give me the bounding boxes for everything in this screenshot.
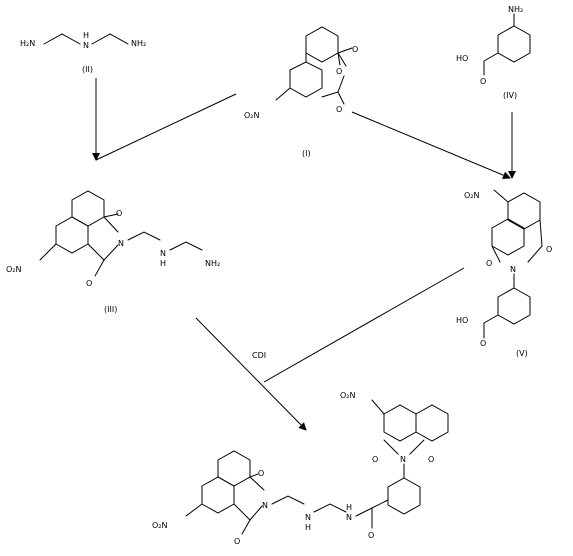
atom-o2n-p-left: O₂N xyxy=(152,521,168,530)
atom-h-p-amide: H xyxy=(346,503,352,512)
atom-nh-p-amide: N xyxy=(346,513,352,522)
atom-o2n-p-right: O₂N xyxy=(340,391,356,400)
label-compound-iii: (III) xyxy=(104,305,117,314)
atom-o-bottom: O xyxy=(336,105,342,114)
atom-nh2-iv: NH₂ xyxy=(508,5,523,14)
compound-v-structure: O₂N O O N HO O (V) xyxy=(456,189,552,358)
atom-o-v: O xyxy=(480,339,486,348)
atom-nh: N xyxy=(83,41,89,50)
atom-ho-v: HO xyxy=(456,316,468,325)
compound-i-structure: O O O O₂N (I) xyxy=(244,26,358,158)
atom-o-p-bottom: O xyxy=(234,537,240,546)
label-compound-i: (I) xyxy=(302,149,311,158)
atom-o-v-left: O xyxy=(486,259,492,268)
atom-h2n: H₂N xyxy=(20,39,35,48)
atom-h-iii: H xyxy=(160,259,166,268)
label-compound-v: (V) xyxy=(516,349,528,358)
arrow-i-to-v xyxy=(351,111,511,179)
product-structure: O O N O₂N N H N H O N O O O₂N xyxy=(152,391,449,546)
reagent-cdi: CDI xyxy=(252,351,266,360)
atom-h-p: H xyxy=(305,523,311,532)
atom-o2n-iii: O₂N xyxy=(6,265,22,274)
atom-o-top: O xyxy=(352,45,358,54)
atom-o2n-v: O₂N xyxy=(464,191,480,200)
atom-n-p-right: N xyxy=(400,455,406,464)
arrow-i-to-iii xyxy=(95,93,237,161)
atom-o-iv: O xyxy=(480,77,486,86)
arrow-v-to-product xyxy=(263,267,465,383)
label-compound-iv: (IV) xyxy=(503,91,517,100)
atom-o-p-amide: O xyxy=(368,531,374,540)
atom-nh-iii: N xyxy=(160,249,166,258)
atom-n-p-left: N xyxy=(262,501,268,510)
atom-o-p-top: O xyxy=(258,469,264,478)
atom-o-anhydride: O xyxy=(336,67,342,76)
atom-o-p-right-left: O xyxy=(372,455,378,464)
atom-n-v: N xyxy=(510,265,516,274)
atom-h: H xyxy=(83,31,89,40)
atom-o2n-i: O₂N xyxy=(244,111,260,120)
compound-ii-structure: H₂N N H NH₂ (II) xyxy=(20,31,146,74)
atom-o-iii-top: O xyxy=(116,209,122,218)
atom-o-iii-bottom: O xyxy=(86,279,92,288)
compound-iii-structure: O O N N H NH₂ O₂N (III) xyxy=(6,190,220,314)
arrow-iii-to-product xyxy=(195,317,307,431)
atom-nh2-iii: NH₂ xyxy=(205,259,220,268)
reaction-arrows: CDI xyxy=(92,78,516,431)
atom-ho-iv: HO xyxy=(456,54,468,63)
compound-iv-structure: NH₂ HO O (IV) xyxy=(456,5,531,100)
atom-nh2: NH₂ xyxy=(131,39,146,48)
atom-n-iii: N xyxy=(118,239,124,248)
atom-o-v-right: O xyxy=(546,245,552,254)
atom-nh-p: N xyxy=(305,513,311,522)
atom-o-p-right-right: O xyxy=(428,455,434,464)
label-compound-ii: (II) xyxy=(82,65,93,74)
